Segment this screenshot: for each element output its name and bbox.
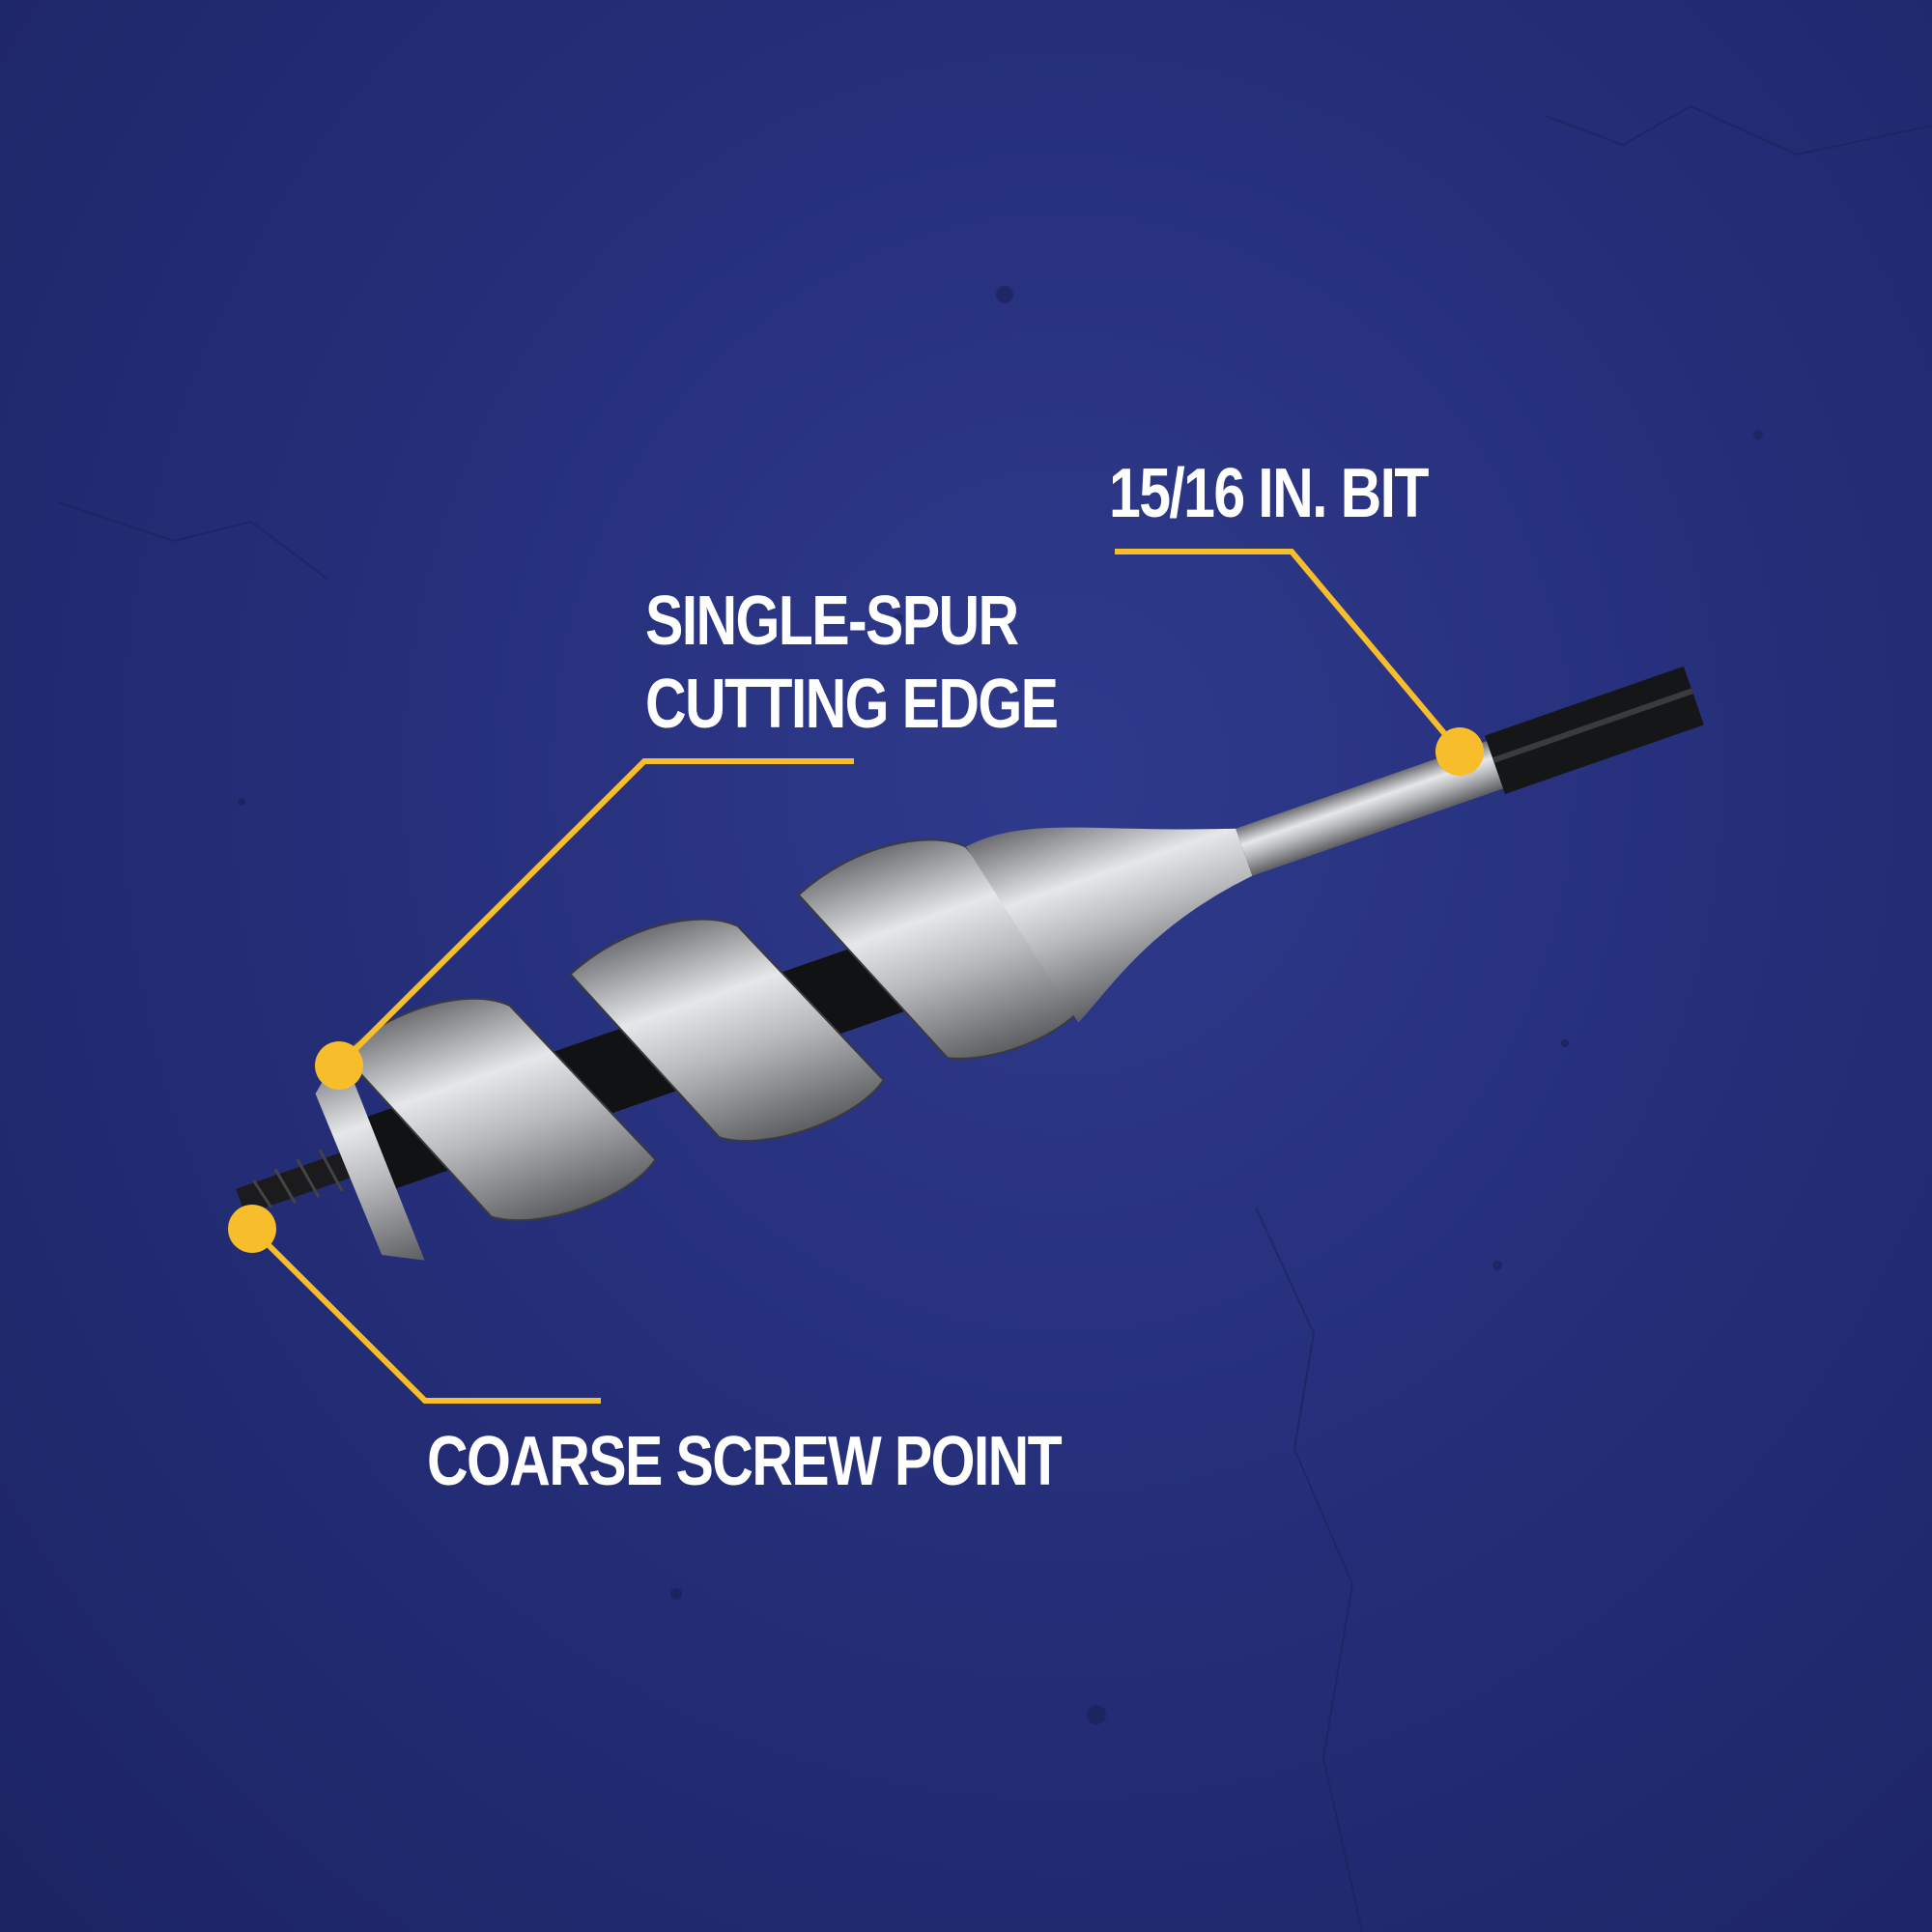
screw-point-label: COARSE SCREW POINT: [427, 1423, 1063, 1500]
cutting-edge-label-line2: CUTTING EDGE: [645, 666, 1059, 743]
screw-point-marker-dot: [228, 1205, 276, 1253]
cutting-edge-marker-dot: [315, 1041, 363, 1090]
screw-point: [236, 1148, 364, 1215]
cutting-edge-label-line1: SINGLE-SPUR: [645, 582, 1019, 660]
bit-size-marker-dot: [1435, 727, 1484, 776]
taper: [965, 827, 1253, 1023]
bit-size-label: 15/16 IN. BIT: [1109, 455, 1429, 532]
shank: [1236, 739, 1508, 876]
bit-size-leader: [1115, 549, 1463, 753]
screw-point-leader: [249, 1226, 601, 1404]
spur: [315, 1049, 425, 1261]
spiral-flutes: [341, 838, 1092, 1222]
cutting-edge-leader: [336, 758, 854, 1068]
hex-shank: [1484, 666, 1704, 795]
